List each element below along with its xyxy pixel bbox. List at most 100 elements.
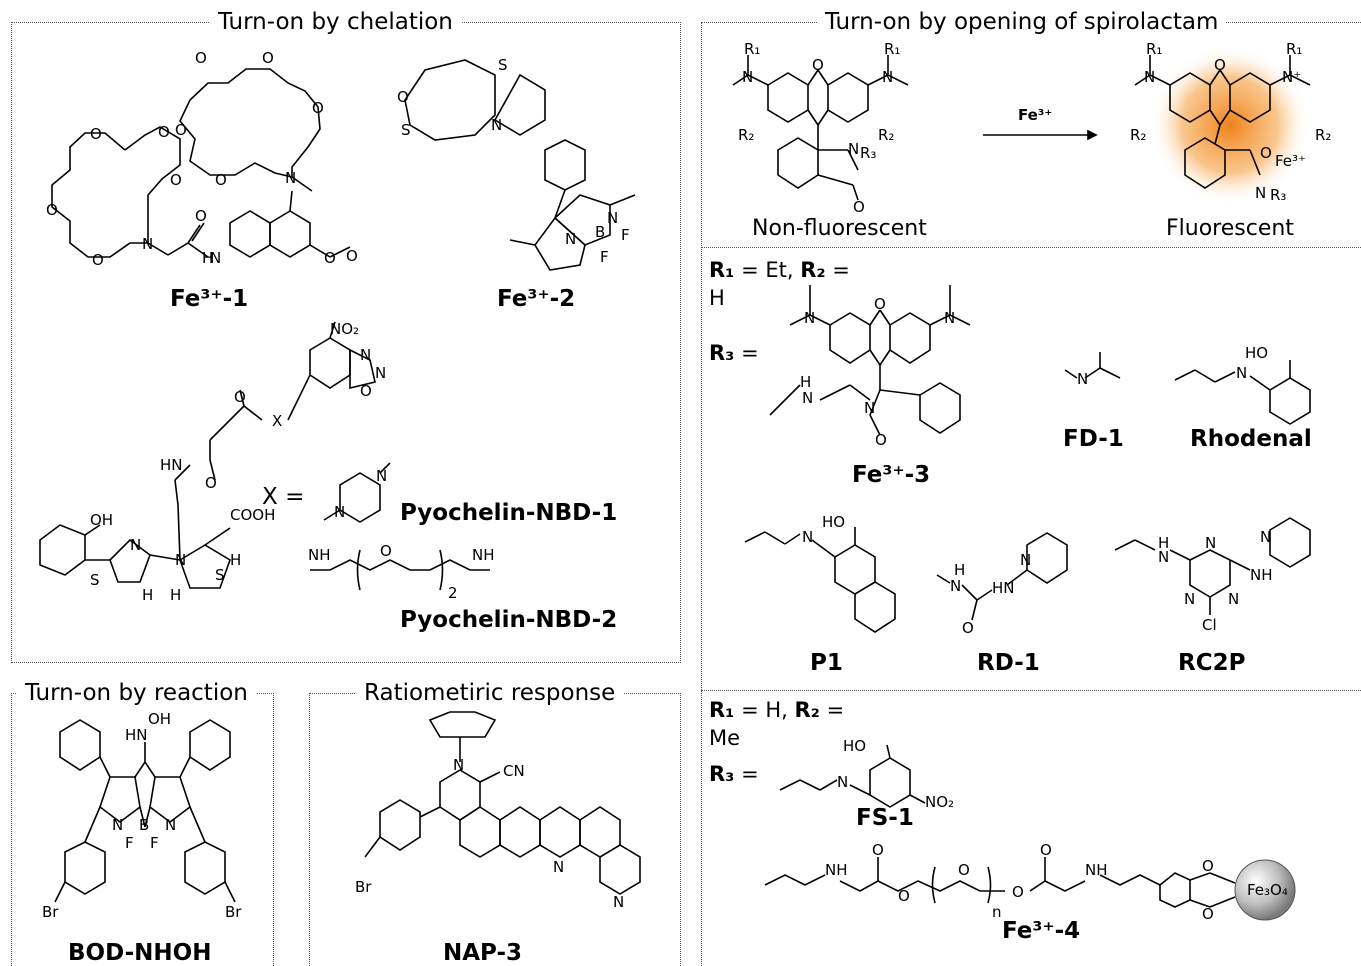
svg-text:HN: HN: [992, 579, 1015, 597]
svg-text:Br: Br: [42, 903, 59, 921]
svg-text:O: O: [812, 56, 824, 74]
svg-text:O: O: [262, 49, 274, 67]
svg-text:Cl: Cl: [1202, 616, 1217, 634]
label-rd-1: RD-1: [977, 650, 1040, 676]
svg-text:N: N: [804, 309, 815, 327]
svg-text:N: N: [334, 503, 345, 521]
structure-spirolactam-open: O N N⁺ R₁ R₁ R₂ R₂ O Fe³⁺ N R₃: [1130, 40, 1331, 205]
svg-text:N: N: [1236, 364, 1247, 382]
svg-text:R₃: R₃: [860, 144, 876, 162]
svg-text:O: O: [92, 251, 104, 269]
svg-text:X: X: [272, 412, 282, 430]
svg-text:HO: HO: [1245, 344, 1268, 362]
label-pyochelin-nbd-2: Pyochelin-NBD-2: [400, 607, 618, 633]
svg-text:N: N: [375, 364, 386, 382]
svg-text:O: O: [1202, 857, 1214, 875]
structure-piperazine: N N: [323, 462, 391, 523]
svg-text:Br: Br: [225, 903, 242, 921]
svg-text:Br: Br: [355, 878, 372, 896]
panel-title-reaction: Turn-on by reaction: [17, 680, 256, 706]
svg-text:N: N: [1158, 548, 1169, 566]
svg-text:NO₂: NO₂: [925, 793, 954, 811]
panel-title-chelation: Turn-on by chelation: [210, 9, 461, 35]
svg-text:O: O: [1260, 144, 1272, 162]
svg-text:HN: HN: [160, 456, 183, 474]
svg-text:N: N: [1260, 528, 1271, 546]
svg-text:R₂: R₂: [878, 126, 894, 144]
svg-text:N: N: [848, 140, 859, 158]
svg-text:R₂: R₂: [738, 126, 754, 144]
svg-text:N: N: [565, 230, 576, 248]
svg-text:N: N: [1184, 590, 1195, 608]
svg-text:R₂: R₂: [1315, 126, 1331, 144]
svg-text:N: N: [491, 116, 502, 134]
svg-text:S: S: [498, 56, 508, 74]
svg-text:NH: NH: [308, 546, 331, 564]
structure-fe3-1: O O O O O N O O O O O N O H N O O: [46, 49, 358, 269]
svg-text:COOH: COOH: [230, 506, 275, 524]
svg-text:NH: NH: [472, 546, 495, 564]
substituent-set2-r3: R₃ =: [709, 762, 759, 786]
substituent-set1-r2-value: H: [709, 286, 725, 310]
label-fe3-4: Fe³⁺-4: [1002, 918, 1081, 944]
svg-text:O: O: [46, 201, 58, 219]
label-bod-nhoh: BOD-NHOH: [68, 940, 212, 966]
svg-text:N: N: [210, 249, 221, 267]
svg-text:O: O: [1040, 841, 1052, 859]
structure-fs-1: N HO NO₂: [779, 737, 954, 811]
structure-bod-nhoh: HN OH N N B F F Br Br: [42, 710, 242, 921]
svg-text:R₁: R₁: [1146, 40, 1162, 58]
svg-text:O: O: [346, 247, 358, 265]
substituent-set1-r1r2: R₁ = Et, R₂ =: [709, 258, 850, 282]
svg-text:R₃: R₃: [1270, 186, 1286, 204]
substituent-set2-r2-value: Me: [709, 726, 741, 750]
state-non-fluorescent: Non-fluorescent: [752, 216, 927, 241]
svg-text:2: 2: [448, 584, 458, 602]
fe3o4-nanoparticle: [1234, 859, 1296, 921]
label-fe3-1: Fe³⁺-1: [170, 286, 249, 312]
structure-peg-linker: NH O 2 NH: [308, 542, 495, 602]
label-fd-1: FD-1: [1063, 426, 1124, 452]
svg-text:H: H: [1158, 534, 1169, 552]
svg-text:F: F: [150, 834, 159, 852]
svg-text:O: O: [312, 99, 324, 117]
divider-spiro-bottom: [701, 690, 1361, 691]
svg-text:N: N: [1228, 590, 1239, 608]
svg-text:B: B: [139, 816, 149, 834]
svg-text:O: O: [360, 382, 372, 400]
svg-text:OH: OH: [148, 710, 171, 728]
svg-text:N: N: [1255, 184, 1266, 202]
svg-text:S: S: [90, 571, 100, 589]
svg-text:N: N: [553, 858, 564, 876]
svg-text:F: F: [621, 226, 630, 244]
structure-fe3-3: O N N N H N O: [769, 285, 971, 449]
divider-spiro-top: [701, 247, 1361, 248]
svg-text:n: n: [992, 903, 1002, 921]
substituent-set2-r1r2: R₁ = H, R₂ =: [709, 698, 845, 722]
svg-text:N: N: [112, 816, 123, 834]
structure-nap-3: N CN N N Br: [355, 711, 641, 911]
svg-text:O: O: [324, 249, 336, 267]
svg-text:N: N: [613, 893, 624, 911]
label-fs-1: FS-1: [856, 805, 914, 831]
label-fe3-3: Fe³⁺-3: [852, 462, 931, 488]
svg-text:O: O: [872, 841, 884, 859]
structure-rc2p: H N NH N N N Cl N: [1114, 517, 1311, 634]
label-fe3-2: Fe³⁺-2: [497, 286, 576, 312]
svg-text:OH: OH: [90, 511, 113, 529]
svg-text:O: O: [962, 619, 974, 637]
structure-fd-1: N: [1064, 352, 1121, 388]
svg-text:O: O: [195, 207, 207, 225]
structure-pyochelin-nbd: NO₂ X O N O N HN O OH N S N COOH S H H H: [39, 320, 386, 604]
svg-text:N: N: [944, 309, 955, 327]
structure-fe3-2: S S O N N B F F N: [397, 56, 636, 271]
svg-text:O: O: [158, 123, 170, 141]
svg-text:O: O: [853, 198, 865, 216]
svg-text:N: N: [453, 756, 464, 774]
label-nap-3: NAP-3: [443, 940, 523, 966]
svg-text:O: O: [1012, 883, 1024, 901]
svg-text:CN: CN: [503, 762, 525, 780]
svg-text:O: O: [1202, 905, 1214, 923]
panel-title-spirolactam: Turn-on by opening of spirolactam: [817, 9, 1227, 35]
structure-rhodenal: N HO: [1174, 344, 1311, 425]
